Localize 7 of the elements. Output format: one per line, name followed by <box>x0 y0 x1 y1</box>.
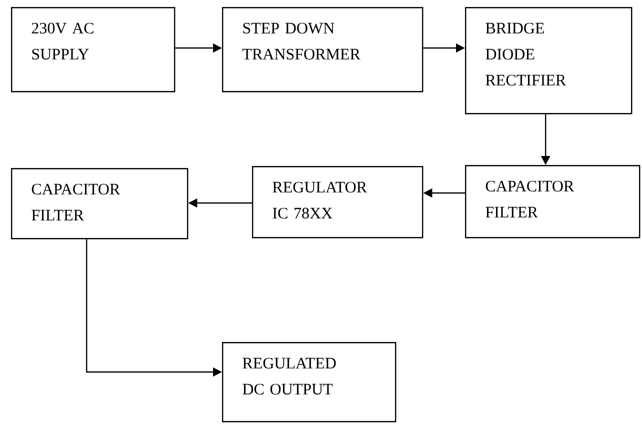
process-box: CAPACITOR FILTER <box>11 168 188 240</box>
process-box: REGULATOR IC 78XX <box>252 166 424 238</box>
process-box: REGULATED DC OUTPUT <box>222 342 396 422</box>
process-box: BRIDGE DIODE RECTIFIER <box>465 7 632 114</box>
process-box: STEP DOWN TRANSFORMER <box>222 7 424 92</box>
process-box: 230V AC SUPPLY <box>11 7 176 92</box>
process-box: CAPACITOR FILTER <box>465 165 640 238</box>
